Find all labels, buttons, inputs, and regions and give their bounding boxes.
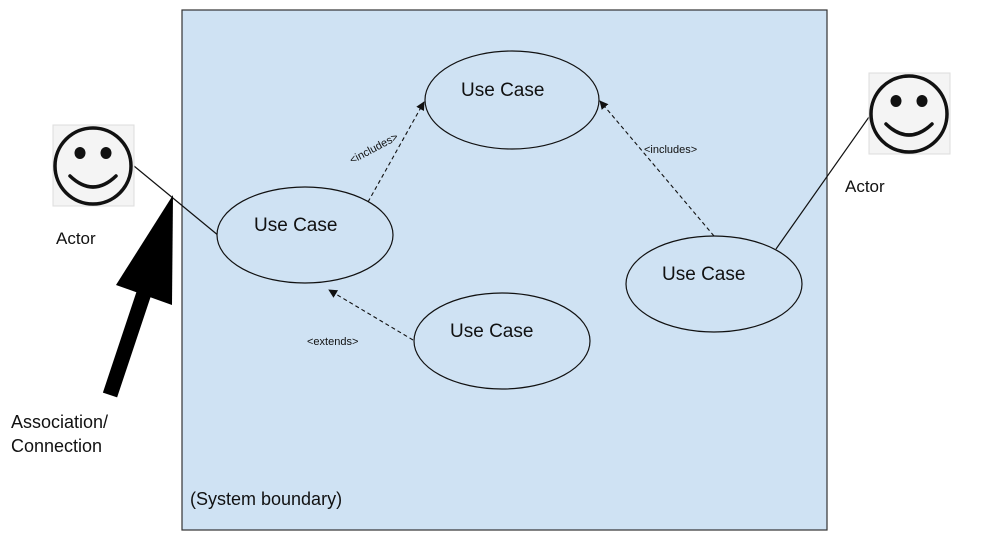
extends-label: <extends> <box>307 336 358 348</box>
use-case-top[interactable]: Use Case <box>424 50 600 150</box>
smiley-face-icon <box>869 74 949 154</box>
actor-right-label: Actor <box>845 177 885 196</box>
extends-arrow <box>328 289 414 341</box>
use-case-bottom[interactable]: Use Case <box>413 292 591 390</box>
association-line-right <box>775 116 870 250</box>
annotation-line-2: Connection <box>11 436 102 456</box>
svg-text:Use Case: Use Case <box>450 321 533 342</box>
includes-arrow-left <box>367 101 425 203</box>
smiley-face-icon <box>53 126 133 206</box>
system-boundary-label: (System boundary) <box>190 489 342 509</box>
use-case-right[interactable]: Use Case <box>625 235 803 333</box>
actor-left[interactable] <box>52 124 135 207</box>
annotation-line-1: Association/ <box>11 412 108 432</box>
use-case-left[interactable]: Use Case <box>216 186 394 284</box>
association-line-left <box>133 165 220 237</box>
svg-text:Use Case: Use Case <box>254 215 337 236</box>
svg-text:Use Case: Use Case <box>662 264 745 285</box>
includes-label-right: <includes> <box>644 144 697 156</box>
actor-left-label: Actor <box>56 229 96 248</box>
svg-text:Use Case: Use Case <box>461 80 544 101</box>
big-arrow-icon <box>102 195 173 398</box>
includes-arrow-right <box>599 100 715 237</box>
actor-right[interactable] <box>868 72 951 155</box>
